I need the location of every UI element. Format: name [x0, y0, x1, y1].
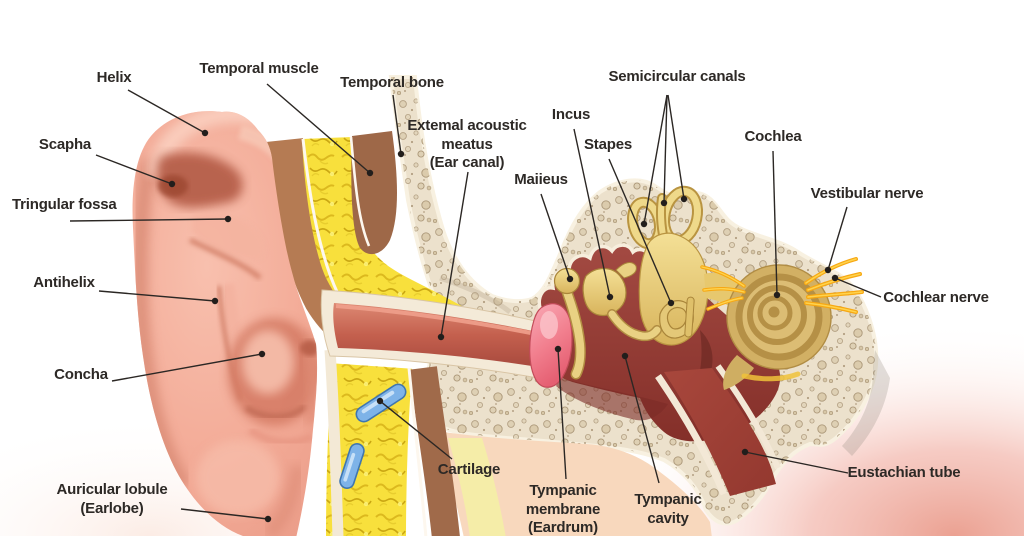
label-line: membrane [525, 500, 601, 518]
label-line: Extemal acoustic [407, 117, 527, 134]
label-tringular-fossa: Tringular fossa [12, 196, 117, 213]
cochlea-shape [723, 264, 832, 390]
label-incus: Incus [551, 106, 591, 123]
canal-top-rim [335, 304, 537, 336]
membrane-highlight [540, 311, 558, 339]
label-line: meatus [441, 135, 493, 153]
fat-band-lower-texture [326, 363, 412, 536]
label-concha: Concha [54, 366, 108, 383]
fat-texture [302, 137, 492, 341]
label-helix: Helix [96, 69, 132, 86]
label-tympanic-membrane: Tympanic membrane (Eardrum) [526, 482, 600, 536]
label-line: cavity [647, 509, 689, 527]
label-external-acoustic-meatus: Extemal acoustic meatus (Ear canal) [407, 117, 527, 173]
subcutaneous-fat-pale [448, 438, 506, 536]
label-malleus: Maiieus [514, 171, 568, 188]
band-divider [349, 136, 371, 247]
malleus-handle [563, 288, 585, 378]
label-line: Tympanic [634, 491, 702, 508]
label-vestibular-nerve: Vestibular nerve [810, 185, 924, 202]
label-auricular-lobule: Auricular lobule (Earlobe) [57, 481, 168, 518]
label-cartilage: Cartilage [437, 461, 501, 478]
incus-body [582, 267, 627, 317]
incus-long-crus [608, 310, 661, 340]
label-line: Auricular lobule [56, 481, 168, 498]
label-temporal-muscle: Temporal muscle [199, 60, 319, 77]
label-tympanic-cavity: Tympanic cavity [634, 491, 702, 528]
ossicles-group [553, 262, 695, 380]
label-line: (Eardrum) [528, 519, 598, 536]
temporal-muscle-shape [351, 131, 397, 255]
label-antihelix: Antihelix [33, 274, 95, 291]
pointer-dots [168, 129, 839, 523]
label-scapha: Scapha [38, 136, 92, 153]
label-cochlea: Cochlea [744, 128, 802, 145]
label-cochlear-nerve: Cochlear nerve [883, 289, 989, 306]
label-line: (Ear canal) [429, 154, 505, 171]
cartilage-capsule-2 [339, 442, 365, 490]
bone-edge-shadow [842, 350, 890, 456]
label-line: Tympanic [529, 482, 597, 499]
eustachian-tube-shape [664, 368, 776, 496]
cream-boundary [324, 349, 344, 536]
label-eustachian-tube: Eustachian tube [847, 464, 961, 481]
label-semicircular-canals: Semicircular canals [608, 68, 746, 85]
label-line: (Earlobe) [80, 499, 144, 517]
stapes-footplate [684, 296, 695, 338]
band-divider [301, 138, 340, 295]
label-temporal-bone: Temporal bone [340, 74, 444, 91]
pointer-lines [69, 83, 882, 523]
subcutaneous-lower [324, 349, 712, 536]
incus-short-crus [615, 262, 637, 279]
bone-under-shadow [439, 275, 512, 314]
tube-cream-left [655, 374, 728, 496]
band-divider [407, 367, 428, 536]
label-stapes: Stapes [584, 136, 632, 153]
temporal-bone-shape [389, 75, 890, 526]
skin-band-lower [409, 366, 460, 536]
